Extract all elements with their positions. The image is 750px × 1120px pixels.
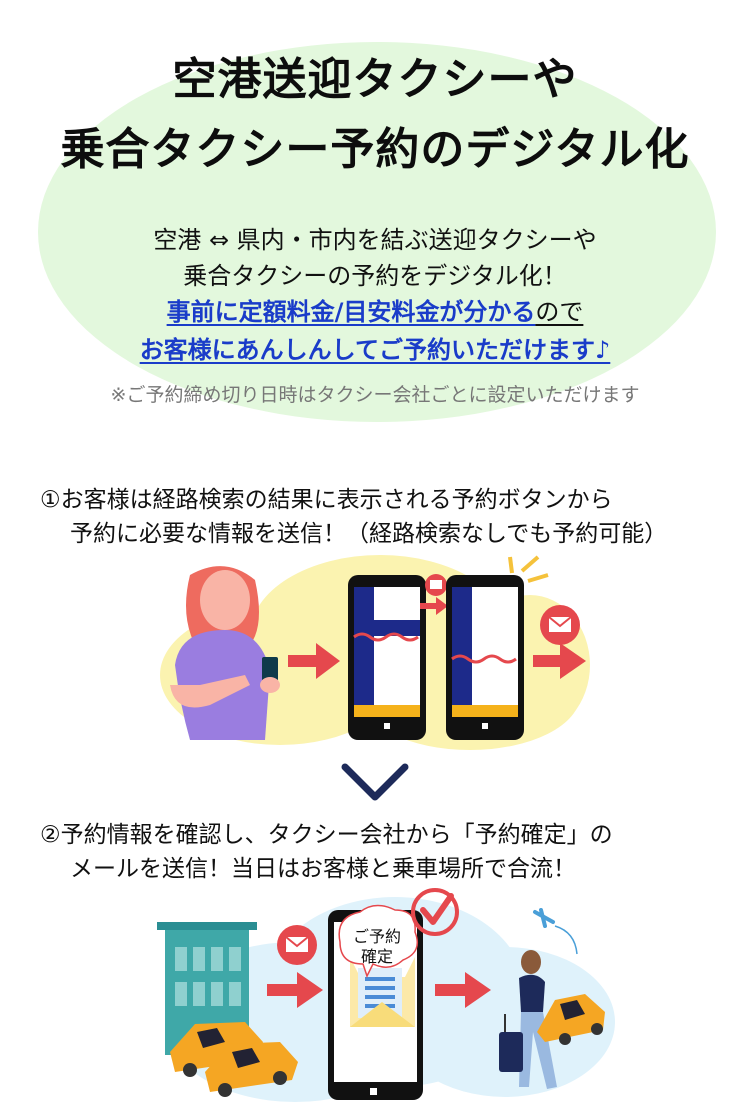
mail-icon: [425, 574, 447, 596]
fixed-fare-link[interactable]: 事前に定額料金/目安料金が分かる: [166, 298, 536, 326]
arrow-right-icon: [288, 643, 340, 679]
phone-form-icon: [446, 575, 524, 740]
arrow-right-icon: [420, 597, 448, 615]
mail-icon: [277, 925, 317, 965]
chevron-down-icon: [341, 763, 409, 801]
step-1-illustration: [160, 555, 590, 750]
reserve-link[interactable]: お客様にあんしんしてご予約いただけます♪: [139, 336, 611, 364]
bubble-line1: ご予約: [353, 927, 401, 946]
taxi-icon: [205, 1042, 298, 1097]
arrow-right-icon: [267, 972, 323, 1008]
mail-icon: [540, 605, 580, 645]
taxi-icon: [537, 994, 605, 1045]
page-title-line1: 空港送迎タクシーや: [172, 54, 578, 105]
highlight-tail: ので: [535, 298, 584, 326]
arrow-right-icon: [435, 972, 491, 1008]
step-2-line2: メールを送信！当日はお客様と乗車場所で合流！: [70, 856, 576, 882]
intro-highlight-line1: 事前に定額料金/目安料金が分かるので: [0, 294, 750, 330]
traveler-icon: [499, 950, 557, 1089]
person-with-phone-icon: [170, 566, 280, 740]
green-background-blob: [38, 42, 716, 422]
step-2-text: ②予約情報を確認し、タクシー会社から「予約確定」の メールを送信！当日はお客様と…: [40, 818, 613, 886]
page-title-line2: 乗合タクシー予約のデジタル化: [60, 124, 690, 175]
deadline-note: ※ご予約締め切り日時はタクシー会社ごとに設定いただけます: [110, 384, 640, 406]
step-1-text: ①お客様は経路検索の結果に表示される予約ボタンから 予約に必要な情報を送信！（経…: [40, 483, 667, 551]
step-1-line1: ①お客様は経路検索の結果に表示される予約ボタンから: [40, 487, 613, 513]
sparkle-lines: [508, 555, 549, 583]
step-2-line1: ②予約情報を確認し、タクシー会社から「予約確定」の: [40, 822, 613, 848]
intro-line2: 乗合タクシーの予約をデジタル化！: [183, 262, 567, 290]
phone-form-icon: [348, 575, 426, 740]
intro-highlight-line2: お客様にあんしんしてご予約いただけます♪: [0, 332, 750, 368]
speech-bubble: ご予約 確定: [338, 904, 418, 978]
intro-line1: 空港 ⇔ 県内・市内を結ぶ送迎タクシーや: [153, 226, 597, 254]
step-1-line2: 予約に必要な情報を送信！（経路検索なしでも予約可能）: [70, 521, 668, 547]
airplane-icon: [533, 908, 578, 955]
arrow-right-icon: [533, 643, 586, 679]
step-2-illustration: ご予約 確定: [157, 888, 615, 1102]
check-circle-icon: [411, 888, 459, 936]
bubble-line2: 確定: [361, 947, 393, 966]
